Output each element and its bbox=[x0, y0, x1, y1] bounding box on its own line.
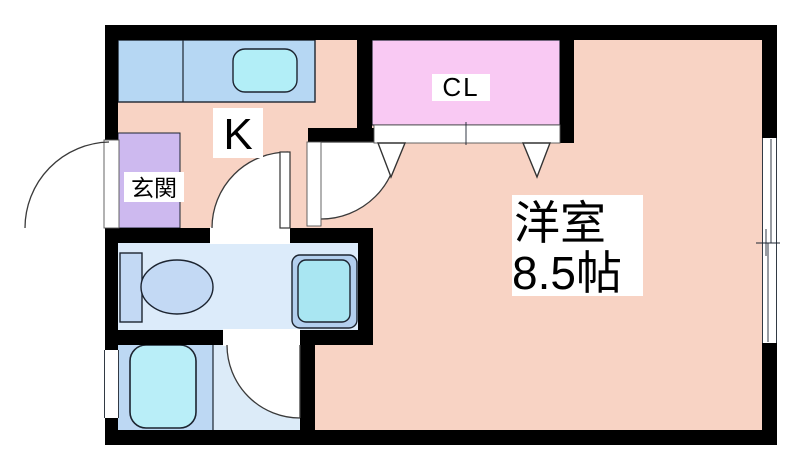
bathroom-door bbox=[226, 344, 301, 419]
window-right bbox=[756, 138, 780, 343]
bathtub-icon bbox=[129, 344, 197, 429]
closet-door-swing-right-icon bbox=[521, 142, 552, 179]
washbasin-icon bbox=[297, 259, 351, 323]
western-room-label: 洋室 bbox=[514, 197, 606, 249]
closet-door-swing-left-icon bbox=[376, 142, 407, 179]
kitchen-label: K bbox=[223, 110, 252, 159]
window-left bbox=[104, 350, 119, 418]
washroom-door-leaf bbox=[279, 151, 291, 229]
closet-door-track bbox=[373, 124, 561, 144]
closet-label-bg bbox=[432, 74, 490, 101]
kitchen-counter bbox=[117, 39, 316, 103]
entrance-door-leaf bbox=[103, 139, 120, 229]
entrance-door-swing bbox=[24, 141, 110, 229]
western-room-label-bg bbox=[512, 195, 643, 296]
toilet-bowl-icon bbox=[140, 259, 214, 315]
bathroom-doorway bbox=[223, 329, 300, 346]
washroom bbox=[118, 243, 358, 330]
entrance-label-bg bbox=[124, 172, 184, 202]
western-room-size: 8.5帖 bbox=[512, 247, 622, 299]
toilet-tank-icon bbox=[119, 252, 143, 323]
washroom-door bbox=[211, 151, 291, 229]
room-doorway-frame bbox=[306, 141, 322, 227]
entrance-label: 玄関 bbox=[131, 175, 177, 201]
closet-doors bbox=[373, 122, 561, 179]
closet-label: CL bbox=[442, 72, 479, 102]
kitchen-label-bg bbox=[213, 108, 263, 158]
kitchen-sink-icon bbox=[232, 48, 298, 93]
walls bbox=[105, 25, 777, 445]
washroom-doorway bbox=[210, 227, 290, 244]
entrance-door bbox=[24, 139, 120, 229]
labels: K CL 玄関 洋室 8.5帖 bbox=[124, 72, 643, 299]
